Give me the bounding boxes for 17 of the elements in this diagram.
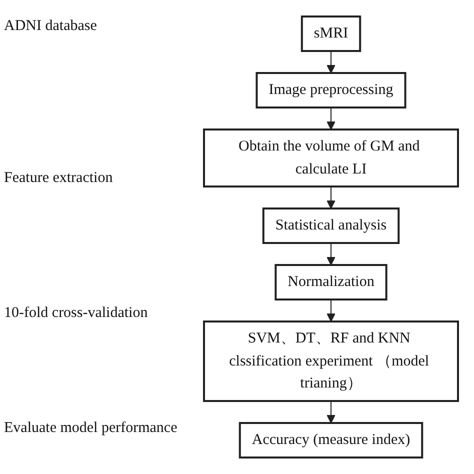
stage-label: ADNI database xyxy=(4,18,97,35)
stage-label: Evaluate model performance xyxy=(4,420,178,437)
node-box: Accuracy (measure index) xyxy=(238,422,424,458)
stage-label: Feature extraction xyxy=(4,170,113,187)
arrow xyxy=(326,50,336,74)
arrow xyxy=(326,299,336,322)
arrow xyxy=(326,400,336,424)
node-box: Image preprocessing xyxy=(256,72,406,108)
node-box: Normalization xyxy=(274,264,388,300)
node-box: SVM、DT、RF and KNN clssification experiment （model trianing） xyxy=(203,320,459,402)
node-box: sMRI xyxy=(300,16,362,52)
arrow xyxy=(326,242,336,266)
stage-label: 10-fold cross-validation xyxy=(4,305,148,322)
node-box: Obtain the volume of GM and calculate LI xyxy=(203,128,459,188)
arrow xyxy=(326,186,336,209)
arrow xyxy=(326,107,336,130)
node-box: Statistical analysis xyxy=(262,208,400,244)
